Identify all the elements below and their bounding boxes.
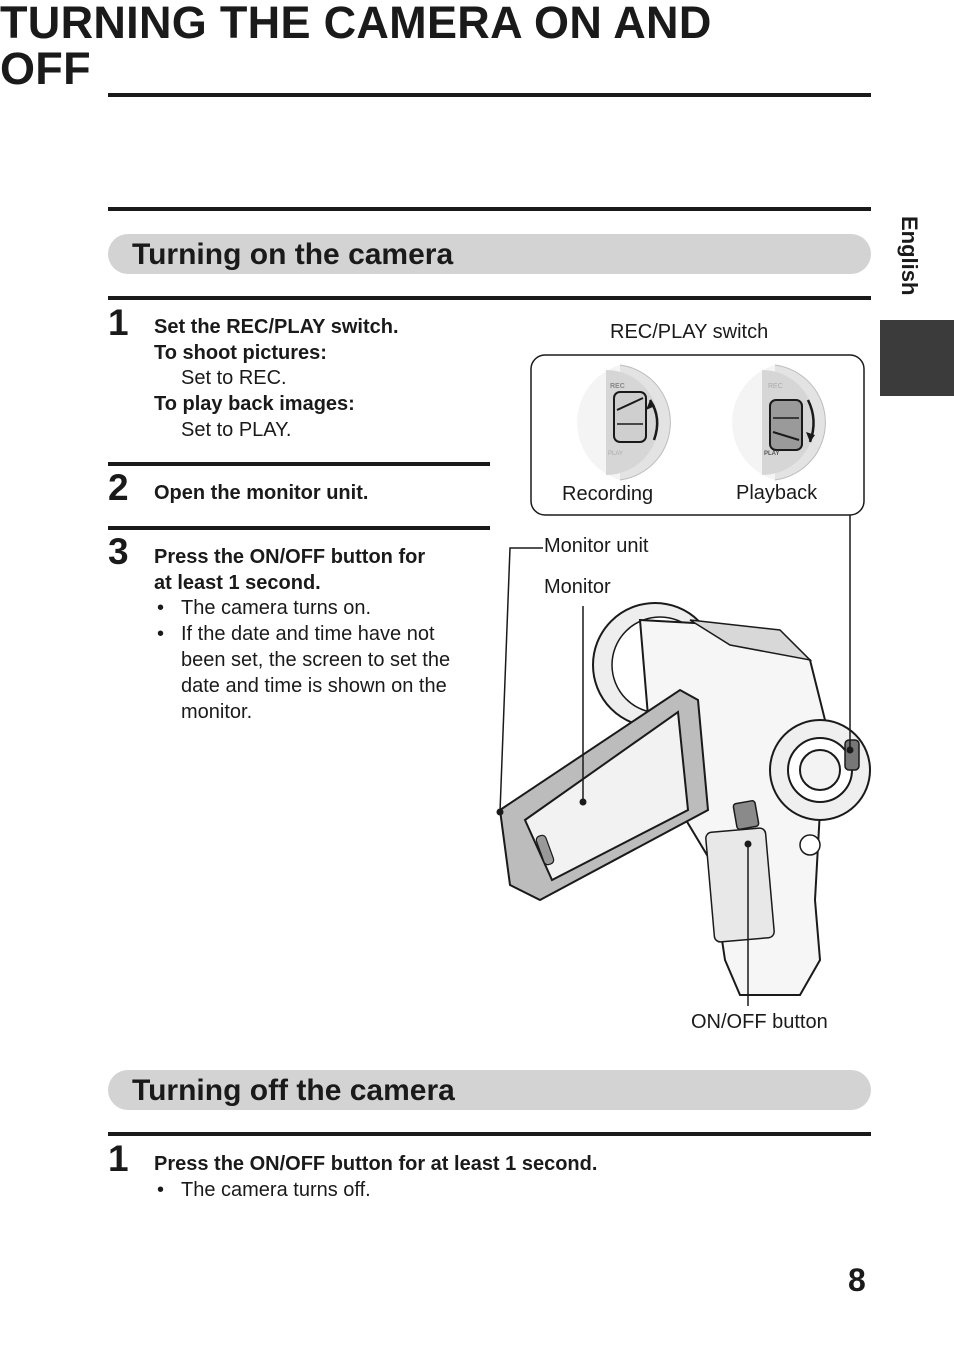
title-top-rule <box>108 93 871 97</box>
off-step-1-bullet-text: The camera turns off. <box>181 1179 371 1201</box>
step-3-title-line2: at least 1 second. <box>154 572 321 594</box>
step-1-sub1-text: Set to REC. <box>181 367 287 389</box>
playback-play-mark: PLAY <box>764 451 779 457</box>
section-heading-off: Turning off the camera <box>108 1070 871 1110</box>
section-heading-on-text: Turning on the camera <box>132 238 454 271</box>
page-title: TURNING THE CAMERA ON AND OFF <box>0 0 712 94</box>
title-bottom-rule <box>108 207 871 211</box>
bullet-dot: • <box>157 623 165 645</box>
recording-play-mark: PLAY <box>608 451 623 457</box>
recording-rec-mark: REC <box>610 383 625 390</box>
step-2-number: 2 <box>108 467 129 508</box>
bullet-dot: • <box>157 597 165 619</box>
section-heading-off-text: Turning off the camera <box>132 1074 455 1107</box>
step-3-bullet-2: • If the date and time have not been set… <box>157 621 481 725</box>
monitor-unit-leader-line <box>499 547 543 813</box>
off-step-1-rule <box>108 1132 871 1136</box>
camera-body-illustration <box>498 602 871 996</box>
step-3-number: 3 <box>108 531 129 572</box>
step-3-bullet-2-text: If the date and time have not been set, … <box>181 623 451 723</box>
step-1-rule <box>108 296 871 300</box>
step-3-rule <box>108 526 490 530</box>
step-3-bullet-1-text: The camera turns on. <box>181 597 372 619</box>
rec-play-switch-label: REC/PLAY switch <box>610 321 769 343</box>
language-tab-label: English <box>897 216 922 296</box>
step-3-title-line1: Press the ON/OFF button for <box>154 546 426 568</box>
step-1-sub2-label: To play back images: <box>154 393 355 415</box>
recording-dial-icon: REC PLAY <box>577 364 671 481</box>
monitor-unit-label: Monitor unit <box>544 535 649 557</box>
camera-diagram: REC PLAY REC PLAY <box>496 354 871 1006</box>
step-1-number: 1 <box>108 302 129 343</box>
onoff-button-label: ON/OFF button <box>691 1011 828 1033</box>
off-step-1-bullet: • The camera turns off. <box>157 1177 581 1203</box>
page-number: 8 <box>848 1262 866 1298</box>
monitor-label: Monitor <box>544 576 611 598</box>
step-1-sub1-label: To shoot pictures: <box>154 342 327 364</box>
playback-label: Playback <box>736 482 818 504</box>
step-3-bullet-1: • The camera turns on. <box>157 595 481 621</box>
off-step-1-number: 1 <box>108 1138 129 1179</box>
step-2-rule <box>108 462 490 466</box>
language-tab-marker <box>880 320 954 396</box>
section-heading-on: Turning on the camera <box>108 234 871 274</box>
step-1-sub2-text: Set to PLAY. <box>181 419 292 441</box>
off-step-1-title: Press the ON/OFF button for at least 1 s… <box>154 1153 598 1175</box>
playback-dial-icon: REC PLAY <box>732 364 826 481</box>
step-2-title: Open the monitor unit. <box>154 482 369 504</box>
recording-label: Recording <box>562 483 654 505</box>
step-1-title: Set the REC/PLAY switch. <box>154 316 399 338</box>
playback-rec-mark: REC <box>768 383 783 390</box>
bullet-dot: • <box>157 1179 165 1201</box>
